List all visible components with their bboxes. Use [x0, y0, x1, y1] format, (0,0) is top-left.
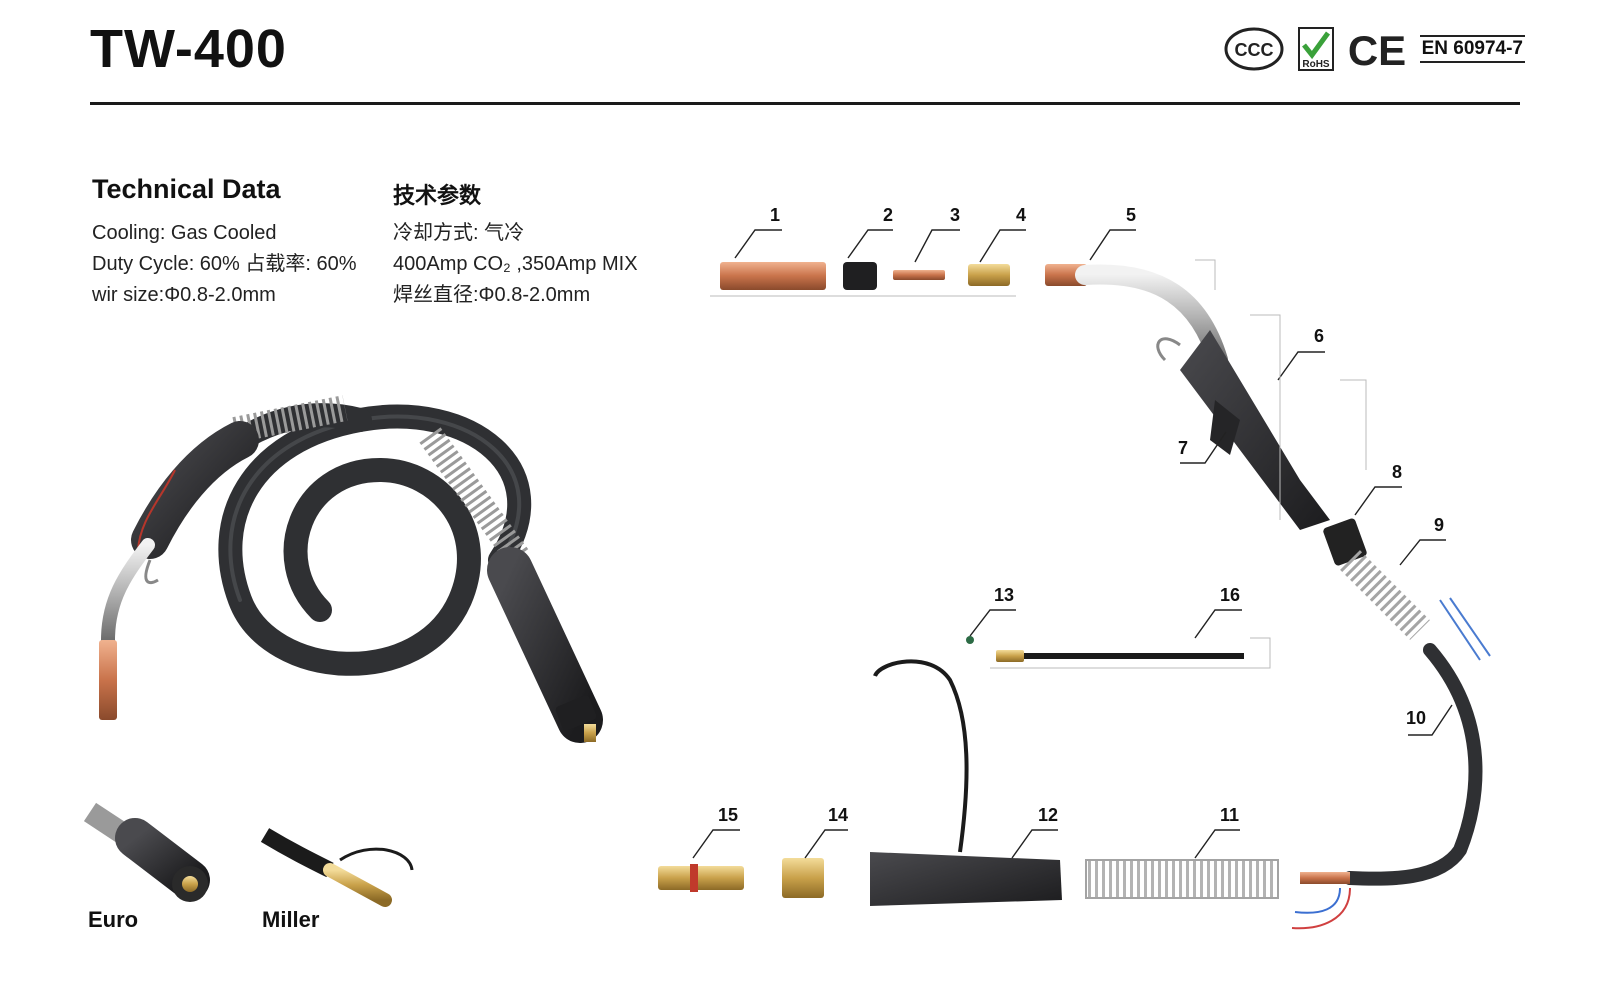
part-rear-handle	[870, 852, 1062, 906]
spring-guard-right	[419, 427, 531, 568]
spring-guard-left	[232, 395, 348, 443]
part-number-16: 16	[1220, 585, 1241, 605]
part-insulator	[843, 262, 877, 290]
spec-line: 400Amp CO₂ ,350Amp MIX	[393, 253, 638, 275]
ce-mark-icon: CE	[1348, 27, 1406, 71]
standard-label: EN 60974-7	[1419, 35, 1525, 63]
part-number-1: 1	[770, 205, 781, 225]
part-o-ring	[966, 636, 974, 644]
svg-text:RoHS: RoHS	[1302, 59, 1330, 70]
svg-text:CE: CE	[1348, 27, 1406, 71]
spec-line: 焊丝直径:Φ0.8-2.0mm	[393, 284, 591, 306]
technical-heading-en: Technical Data	[92, 174, 281, 204]
part-number-8: 8	[1392, 462, 1403, 482]
part-number-11: 11	[1220, 805, 1240, 825]
spec-list-cn: 冷却方式: 气冷 400Amp CO₂ ,350Amp MIX 焊丝直径:Φ0.…	[393, 218, 638, 311]
header-divider	[90, 102, 1520, 105]
model-title: TW-400	[90, 19, 287, 79]
certification-marks: CCC RoHS CE EN 60974-7	[1224, 24, 1525, 74]
part-number-12: 12	[1038, 805, 1059, 825]
spec-line: Cooling: Gas Cooled	[92, 222, 277, 244]
gooseneck-handle	[1045, 264, 1330, 530]
part-number-6: 6	[1314, 326, 1325, 346]
part-tip-holder	[968, 264, 1010, 286]
part-number-15: 15	[718, 805, 739, 825]
rohs-mark-icon: RoHS	[1297, 27, 1334, 71]
part-bushing	[782, 858, 824, 898]
part-contact-tip	[893, 270, 945, 280]
part-number-14: 14	[828, 805, 849, 825]
part-number-3: 3	[950, 205, 961, 225]
svg-text:CCC: CCC	[1234, 40, 1273, 60]
part-number-7: 7	[1178, 438, 1189, 458]
part-nozzle	[720, 262, 826, 290]
assembled-torch	[99, 395, 603, 743]
euro-label: Euro	[88, 907, 139, 932]
part-connector	[658, 866, 744, 890]
part-cable	[1343, 643, 1483, 886]
part-number-13: 13	[994, 585, 1015, 605]
spec-line: Duty Cycle: 60% 占载率: 60%	[92, 253, 357, 275]
part-number-4: 4	[1016, 205, 1027, 225]
part-number-9: 9	[1434, 515, 1445, 535]
part-handle-nut	[1323, 518, 1367, 566]
technical-heading-cn: 技术参数	[393, 183, 482, 208]
miller-connector	[260, 828, 414, 907]
part-spring	[1340, 550, 1430, 640]
part-liner	[1024, 653, 1244, 659]
part-number-10: 10	[1406, 708, 1427, 728]
spec-list-en: Cooling: Gas Cooled Duty Cycle: 60% 占载率:…	[92, 218, 357, 311]
euro-connector	[83, 802, 210, 902]
spec-line: 冷却方式: 气冷	[393, 222, 525, 244]
part-number-5: 5	[1126, 205, 1137, 225]
part-number-2: 2	[883, 205, 894, 225]
miller-label: Miller	[262, 907, 320, 932]
ccc-mark-icon: CCC	[1224, 27, 1284, 71]
spec-line: wir size:Φ0.8-2.0mm	[92, 284, 276, 306]
